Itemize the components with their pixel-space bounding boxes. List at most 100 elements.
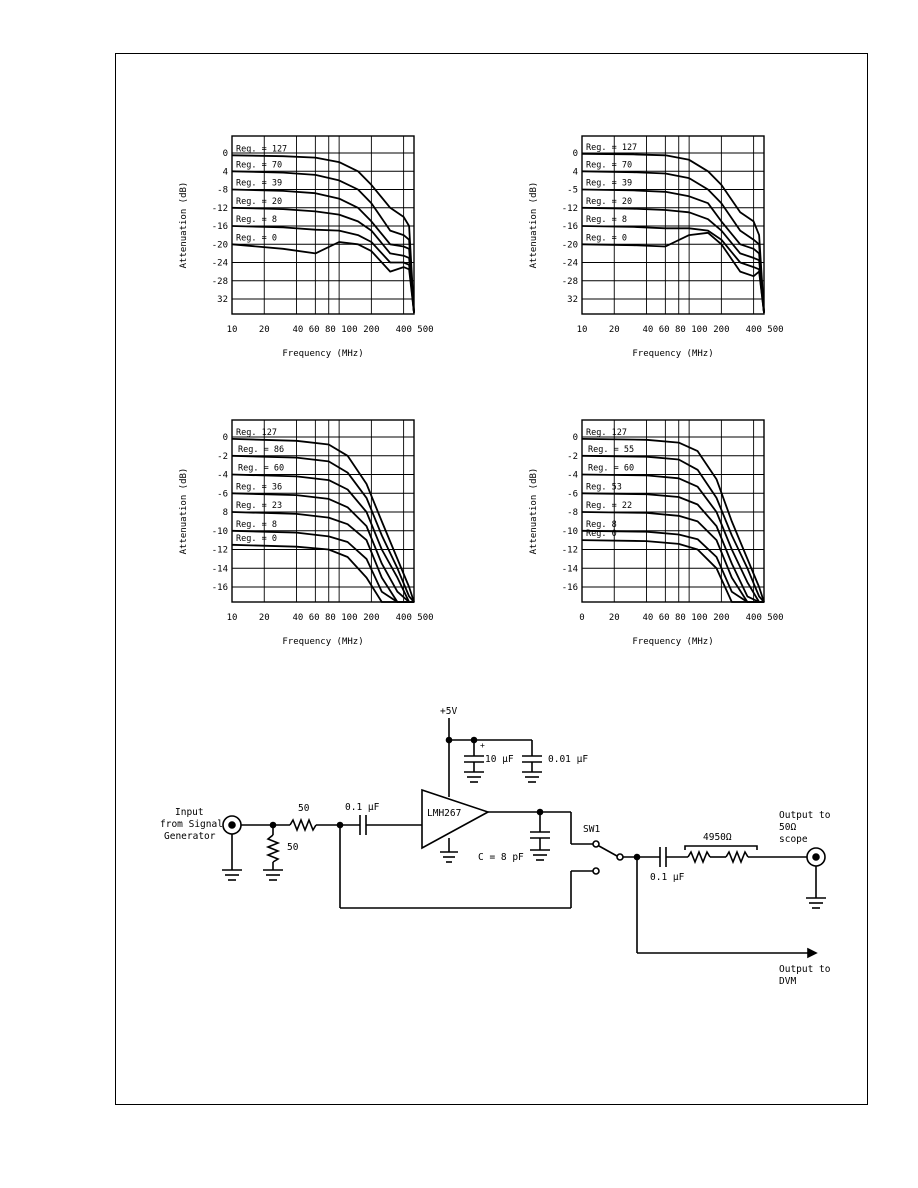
x-axis-label: Frequency (MHz) bbox=[632, 349, 713, 359]
series-label: Reg. = 60 bbox=[238, 464, 284, 474]
x-tick-label: 20 bbox=[609, 613, 620, 623]
y-tick-label: -16 bbox=[562, 583, 578, 593]
series-label: Reg. = 70 bbox=[236, 160, 282, 170]
series-label: Reg. 53 bbox=[586, 482, 622, 492]
x-tick-label: 400 500 bbox=[396, 613, 434, 623]
y-tick-label: -20 bbox=[212, 240, 228, 250]
x-axis-label: Frequency (MHz) bbox=[282, 637, 363, 647]
series-label: Reg. = 22 bbox=[586, 501, 632, 511]
y-tick-label: -8 bbox=[217, 186, 228, 196]
series-label: Reg. = 36 bbox=[236, 482, 282, 492]
y-axis-label: Attenuation (dB) bbox=[179, 182, 189, 269]
x-tick-label: 40 60 80 100 bbox=[292, 613, 357, 623]
y-tick-label: -2 bbox=[217, 452, 228, 462]
series-label: Reg. 127 bbox=[236, 428, 277, 438]
y-tick-label: -6 bbox=[217, 489, 228, 499]
series-line bbox=[581, 231, 765, 313]
series-line bbox=[231, 188, 415, 313]
y-tick-label: -24 bbox=[212, 259, 228, 269]
series-line bbox=[231, 492, 414, 603]
series-label: Reg. = 8 bbox=[236, 520, 277, 530]
series-line bbox=[581, 473, 764, 603]
y-tick-label: -2 bbox=[567, 452, 578, 462]
y-axis-label: Attenuation (dB) bbox=[529, 182, 539, 269]
x-tick-label: 10 bbox=[227, 613, 238, 623]
y-tick-label: -12 bbox=[562, 546, 578, 556]
y-tick-label: -16 bbox=[562, 222, 578, 232]
series-line bbox=[231, 154, 415, 313]
y-tick-label: 4 bbox=[223, 167, 228, 177]
y-axis-label: Attenuation (dB) bbox=[179, 468, 189, 555]
series-label: Reg. 8 bbox=[586, 520, 617, 530]
x-tick-label: 40 60 80 100 bbox=[642, 325, 707, 335]
plot-frame bbox=[581, 135, 765, 315]
series-line bbox=[231, 473, 414, 603]
series-line bbox=[231, 206, 415, 313]
y-tick-label: -16 bbox=[212, 222, 228, 232]
x-tick-label: 400 500 bbox=[396, 325, 434, 335]
x-tick-label: 40 60 80 100 bbox=[642, 613, 707, 623]
series-label: Reg. = 8 bbox=[236, 215, 277, 225]
series-line bbox=[581, 492, 764, 603]
plot-frame bbox=[581, 419, 765, 603]
series-line bbox=[581, 188, 765, 313]
series-label: Reg. = 127 bbox=[236, 144, 287, 154]
plot-frame bbox=[231, 135, 415, 315]
x-tick-label: 200 bbox=[363, 613, 379, 623]
series-label: Reg. = 8 bbox=[586, 215, 627, 225]
y-tick-label: 0 bbox=[223, 149, 228, 159]
y-tick-label: -28 bbox=[212, 277, 228, 287]
y-tick-label: -8 bbox=[567, 508, 578, 518]
page-frame bbox=[115, 53, 868, 1105]
series-line bbox=[581, 206, 765, 313]
y-tick-label: -28 bbox=[562, 277, 578, 287]
series-line bbox=[231, 170, 415, 313]
series-label: Reg. 0 bbox=[586, 529, 617, 539]
series-line bbox=[581, 529, 764, 603]
y-tick-label: 32 bbox=[567, 295, 578, 305]
y-tick-label: -6 bbox=[567, 489, 578, 499]
y-tick-label: 0 bbox=[223, 433, 228, 443]
x-tick-label: 200 bbox=[713, 613, 729, 623]
x-tick-label: 400 500 bbox=[746, 613, 784, 623]
x-tick-label: 200 bbox=[713, 325, 729, 335]
series-label: Reg. = 0 bbox=[236, 233, 277, 243]
series-label: Reg. = 23 bbox=[236, 501, 282, 511]
y-axis-label: Attenuation (dB) bbox=[529, 468, 539, 555]
x-tick-label: 10 bbox=[227, 325, 238, 335]
series-line bbox=[581, 438, 765, 603]
series-label: Reg. = 55 bbox=[588, 445, 634, 455]
y-tick-label: -14 bbox=[562, 564, 578, 574]
series-label: Reg. = 70 bbox=[586, 160, 632, 170]
x-tick-label: 10 bbox=[577, 325, 588, 335]
y-tick-label: 8 bbox=[223, 508, 228, 518]
series-line bbox=[231, 454, 415, 603]
series-line bbox=[581, 539, 764, 603]
series-line bbox=[231, 543, 414, 603]
series-line bbox=[581, 454, 765, 603]
x-axis-label: Frequency (MHz) bbox=[282, 349, 363, 359]
y-tick-label: 0 bbox=[573, 149, 578, 159]
y-tick-label: -4 bbox=[567, 471, 578, 481]
series-label: Reg. = 0 bbox=[236, 534, 277, 544]
x-axis-label: Frequency (MHz) bbox=[632, 637, 713, 647]
series-line bbox=[581, 225, 765, 313]
series-label: Reg. = 127 bbox=[586, 143, 637, 153]
x-tick-label: 400 500 bbox=[746, 325, 784, 335]
series-label: Reg. = 20 bbox=[586, 197, 632, 207]
x-tick-label: 20 bbox=[609, 325, 620, 335]
series-line bbox=[581, 153, 765, 313]
y-tick-label: -12 bbox=[212, 204, 228, 214]
y-tick-label: 0 bbox=[573, 433, 578, 443]
series-label: Reg. = 60 bbox=[588, 464, 634, 474]
y-tick-label: -10 bbox=[212, 527, 228, 537]
y-tick-label: -14 bbox=[212, 564, 228, 574]
x-tick-label: 40 60 80 100 bbox=[292, 325, 357, 335]
series-label: Reg. = 20 bbox=[236, 197, 282, 207]
series-line bbox=[231, 438, 415, 603]
y-tick-label: 4 bbox=[573, 167, 578, 177]
series-label: Reg. = 86 bbox=[238, 445, 284, 455]
